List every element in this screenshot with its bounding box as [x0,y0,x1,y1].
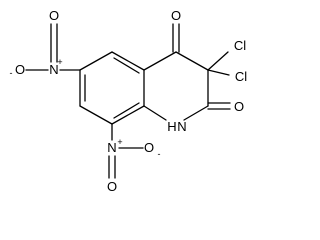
structure-svg: O O Cl Cl H N N + O - O N + O - [10,8,248,194]
nitro-bottom-o-down-label: O [107,179,117,194]
bond-c2-n1 [183,105,209,121]
nitro-top-plus: + [57,57,62,67]
nitro-top-o-up-label: O [49,8,59,23]
nitro-group-top: N + O - O [10,8,81,78]
double-bond-inner-b [113,102,140,119]
lactam-ring [143,51,209,121]
oxygen-top-label: O [171,8,181,23]
bond-c3-cl-b [207,69,230,76]
amide-nh: H N [167,119,186,134]
nh-nitrogen-label: N [177,119,186,134]
bond-c6-c5 [79,51,113,71]
double-bond-inner-a [113,57,140,74]
bond-c4a-c4 [143,51,177,71]
nitro-group-bottom: N + O - O [107,123,161,194]
chlorine-b-label: Cl [235,69,247,84]
nitro-top-o-minus: - [10,68,13,78]
bond-c5-c4a [111,51,145,71]
carbonyl-top: O [171,8,181,53]
molecule-diagram: O O Cl Cl H N N + O - O N + O - [10,8,248,194]
bond-c8-c7 [79,105,113,125]
benzene-ring [79,51,145,125]
bond-n1-c8a [143,105,167,121]
nitro-top-o-left-label: O [15,62,25,77]
chlorine-a-label: Cl [234,38,246,53]
bond-c8a-c8 [111,105,145,125]
nitro-bottom-plus: + [117,137,122,147]
oxygen-right-label: O [234,99,244,114]
dichloro-group: Cl Cl [207,38,247,84]
nitro-bottom-n-label: N [107,140,116,155]
carbonyl-right: O [207,99,244,114]
nitro-bottom-o-minus: - [158,149,161,159]
nh-hydrogen-label: H [167,119,176,134]
nitro-bottom-o-right-label: O [144,140,154,155]
bond-c4-c3 [175,51,209,71]
bond-c3-cl-a [207,51,229,71]
nitro-top-n-label: N [49,62,58,77]
